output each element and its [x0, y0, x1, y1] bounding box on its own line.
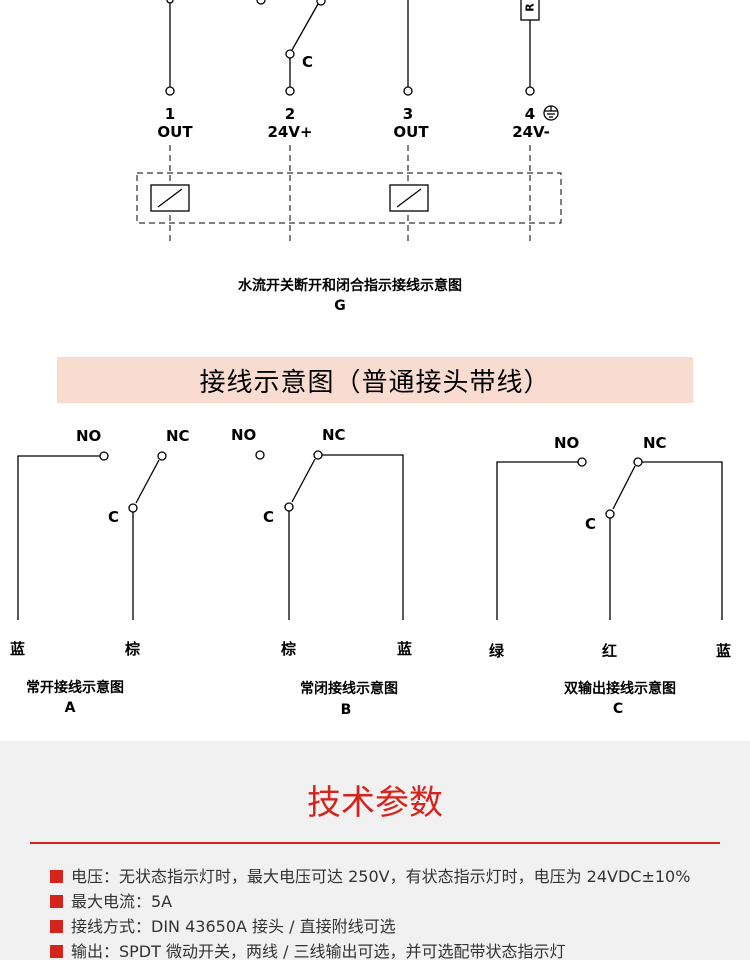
terminal-3-number: 3	[402, 105, 414, 123]
wiring-diagrams-abc	[17, 450, 723, 620]
diagram-c-nc-label: NC	[643, 434, 667, 452]
diagram-a-caption: 常开接线示意图	[26, 680, 124, 696]
diagram-b-wire-1: 棕	[281, 640, 297, 658]
spec-connection: 接线方式：DIN 43650A 接头 / 直接附线可选	[50, 916, 396, 938]
terminal-3-label: OUT	[393, 123, 429, 141]
diagram-a-letter: A	[64, 700, 76, 716]
diagram-b-wire-2: 蓝	[397, 640, 413, 658]
diagram-b-letter: B	[340, 702, 352, 718]
tech-specs-section: 技术参数 电压：无状态指示灯时，最大电压可达 250V，有状态指示灯时，电压为 …	[0, 741, 750, 963]
bullet-square-icon	[50, 870, 63, 883]
diagram-a-wire-2: 棕	[125, 640, 141, 658]
diagram-g-caption: 水流开关断开和闭合指示接线示意图	[238, 278, 462, 294]
tech-title: 技术参数	[307, 783, 443, 823]
spec-voltage: 电压：无状态指示灯时，最大电压可达 250V，有状态指示灯时，电压为 24VDC…	[50, 866, 690, 888]
diagram-c-caption: 双输出接线示意图	[564, 681, 676, 697]
diagram-b-nc-label: NC	[322, 426, 346, 444]
diagram-a-no-label: NO	[76, 427, 102, 445]
diagram-a-c-label: C	[108, 508, 120, 526]
tech-divider	[30, 842, 720, 844]
terminal-4-number: 4	[524, 105, 536, 123]
diagram-c-c-label: C	[585, 515, 597, 533]
terminal-1-number: 1	[164, 105, 176, 123]
terminal-2-number: 2	[284, 105, 296, 123]
terminal-1-label: OUT	[157, 123, 193, 141]
bullet-square-icon	[50, 895, 63, 908]
resistor-letter: R	[523, 3, 537, 12]
wiring-banner: 接线示意图（普通接头带线）	[57, 357, 693, 403]
diagram-b-c-label: C	[263, 508, 275, 526]
diagram-g-letter: G	[334, 298, 346, 314]
bullet-square-icon	[50, 945, 63, 958]
diagram-c-wire-2: 红	[602, 642, 618, 660]
diagram-a-wire-1: 蓝	[10, 640, 26, 658]
diagram-a-nc-label: NC	[166, 427, 190, 445]
terminal-2-label: 24V+	[267, 123, 313, 141]
diagram-b-caption: 常闭接线示意图	[300, 681, 398, 697]
diagram-c-wire-1: 绿	[489, 642, 505, 660]
diagram-b-no-label: NO	[231, 426, 257, 444]
bullet-square-icon	[50, 920, 63, 933]
spec-output: 输出：SPDT 微动开关，两线 / 三线输出可选，并可选配带状态指示灯	[50, 941, 566, 963]
diagram-c-letter: C	[612, 701, 624, 717]
diagram-c-no-label: NO	[554, 434, 580, 452]
diagram-c-wire-3: 蓝	[716, 642, 732, 660]
diagram-g-drawing	[136, 0, 562, 245]
spec-current: 最大电流：5A	[50, 891, 172, 913]
terminal-4-label: 24V-	[512, 123, 550, 141]
diagram-g-contact-c: C	[302, 53, 314, 71]
